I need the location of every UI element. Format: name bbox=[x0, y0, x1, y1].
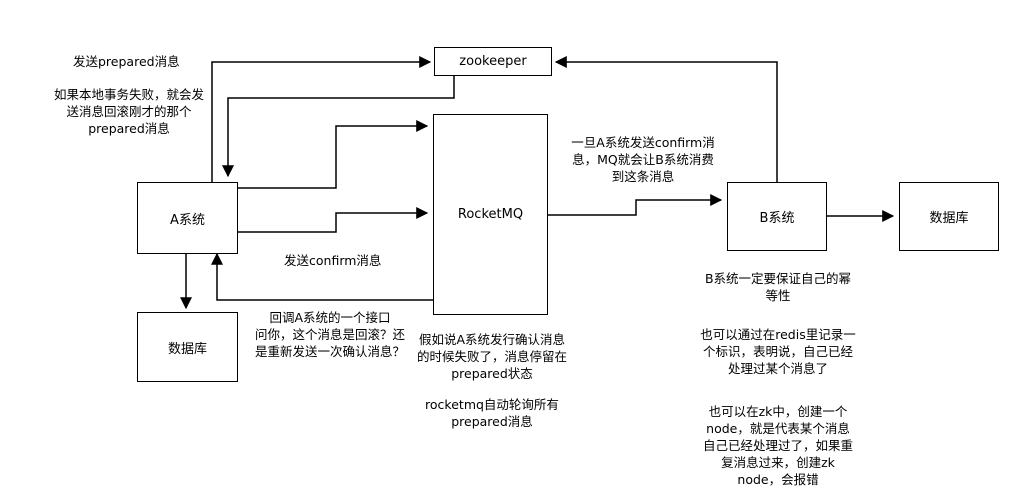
zookeeper-label: zookeeper bbox=[459, 54, 527, 69]
system-a-label: A系统 bbox=[170, 212, 205, 228]
note-zk-line: node，会报错 bbox=[737, 472, 819, 487]
arrow-zookeeper-to-a bbox=[222, 76, 455, 178]
system-b-label: B系统 bbox=[759, 211, 795, 226]
system-b-box: B系统 bbox=[727, 182, 827, 251]
arrow-rocketmq-to-b bbox=[548, 194, 723, 216]
note-b-idempotent-line: 等性 bbox=[765, 288, 791, 303]
arrow-a-to-rocketmq-upper bbox=[238, 120, 429, 189]
note-rollback: 如果本地事务失败，就会发 送消息回滚刚才的那个 prepared消息 bbox=[44, 86, 214, 137]
note-zk-line: node，就是代表某个消息 bbox=[706, 421, 850, 436]
zookeeper-box: zookeeper bbox=[434, 47, 552, 76]
rocketmq-label: RocketMQ bbox=[457, 207, 524, 222]
note-send-confirm: 发送confirm消息 bbox=[284, 252, 381, 269]
note-redis-line: 个标识，表明说，自己已经 bbox=[702, 344, 853, 359]
note-confirm-fail-line: 的时候失败了，消息停留在 bbox=[416, 349, 567, 364]
note-zk-line: 复消息过来，创建zk bbox=[721, 455, 835, 470]
note-send-prepared: 发送prepared消息 bbox=[73, 53, 180, 70]
note-confirm-fail-line: 假如说A系统发行确认消息 bbox=[418, 332, 566, 347]
arrow-a-to-zookeeper bbox=[211, 56, 432, 182]
note-rollback-line: 如果本地事务失败，就会发 bbox=[53, 87, 204, 102]
arrow-rocketmq-callback-to-a bbox=[211, 252, 433, 301]
database-b-label: 数据库 bbox=[929, 211, 969, 226]
arrow-b-to-zookeeper bbox=[554, 56, 778, 182]
note-rollback-line: 送消息回滚刚才的那个 bbox=[66, 104, 192, 119]
note-b-consume-line: 到这条消息 bbox=[611, 169, 675, 184]
rocketmq-box: RocketMQ bbox=[433, 114, 548, 315]
note-zk: 也可以在zk中，创建一个 node，就是代表某个消息 自己已经处理过了，如果重 … bbox=[690, 403, 866, 488]
database-a-box: 数据库 bbox=[137, 312, 238, 382]
note-send-confirm-text: 发送confirm消息 bbox=[284, 253, 382, 268]
note-b-consume-line: 一旦A系统发送confirm消 bbox=[571, 135, 715, 150]
note-polling-line: prepared消息 bbox=[451, 414, 533, 429]
note-b-consume-line: 息，MQ就会让B系统消费 bbox=[572, 152, 714, 167]
note-callback: 回调A系统的一个接口 问你，这个消息是回滚？还 是重新发送一次确认消息？ bbox=[244, 309, 416, 360]
note-zk-line: 自己已经处理过了，如果重 bbox=[702, 438, 853, 453]
note-redis-line: 处理过某个消息了 bbox=[727, 361, 828, 376]
note-redis: 也可以通过在redis里记录一 个标识，表明说，自己已经 处理过某个消息了 bbox=[690, 326, 866, 377]
note-callback-line: 问你，这个消息是回滚？还 bbox=[254, 327, 405, 342]
database-a-label: 数据库 bbox=[167, 341, 207, 357]
note-confirm-fail-line: prepared状态 bbox=[451, 366, 533, 381]
note-rollback-line: prepared消息 bbox=[88, 121, 170, 136]
note-polling: rocketmq自动轮询所有 prepared消息 bbox=[413, 396, 571, 430]
note-confirm-fail: 假如说A系统发行确认消息 的时候失败了，消息停留在 prepared状态 bbox=[413, 331, 571, 382]
database-b-box: 数据库 bbox=[899, 182, 999, 251]
note-polling-line: rocketmq自动轮询所有 bbox=[425, 397, 559, 412]
note-callback-line: 是重新发送一次确认消息？ bbox=[254, 344, 405, 359]
note-callback-line: 回调A系统的一个接口 bbox=[269, 310, 391, 325]
note-zk-line: 也可以在zk中，创建一个 bbox=[708, 404, 848, 419]
arrow-a-to-rocketmq-lower bbox=[238, 207, 429, 233]
system-a-box: A系统 bbox=[137, 182, 238, 254]
note-b-idempotent: B系统一定要保证自己的幂 等性 bbox=[690, 270, 866, 304]
note-b-idempotent-line: B系统一定要保证自己的幂 bbox=[704, 271, 852, 286]
note-send-prepared-text: 发送prepared消息 bbox=[73, 54, 180, 69]
note-redis-line: 也可以通过在redis里记录一 bbox=[700, 327, 856, 342]
note-b-consume: 一旦A系统发送confirm消 息，MQ就会让B系统消费 到这条消息 bbox=[562, 134, 724, 185]
